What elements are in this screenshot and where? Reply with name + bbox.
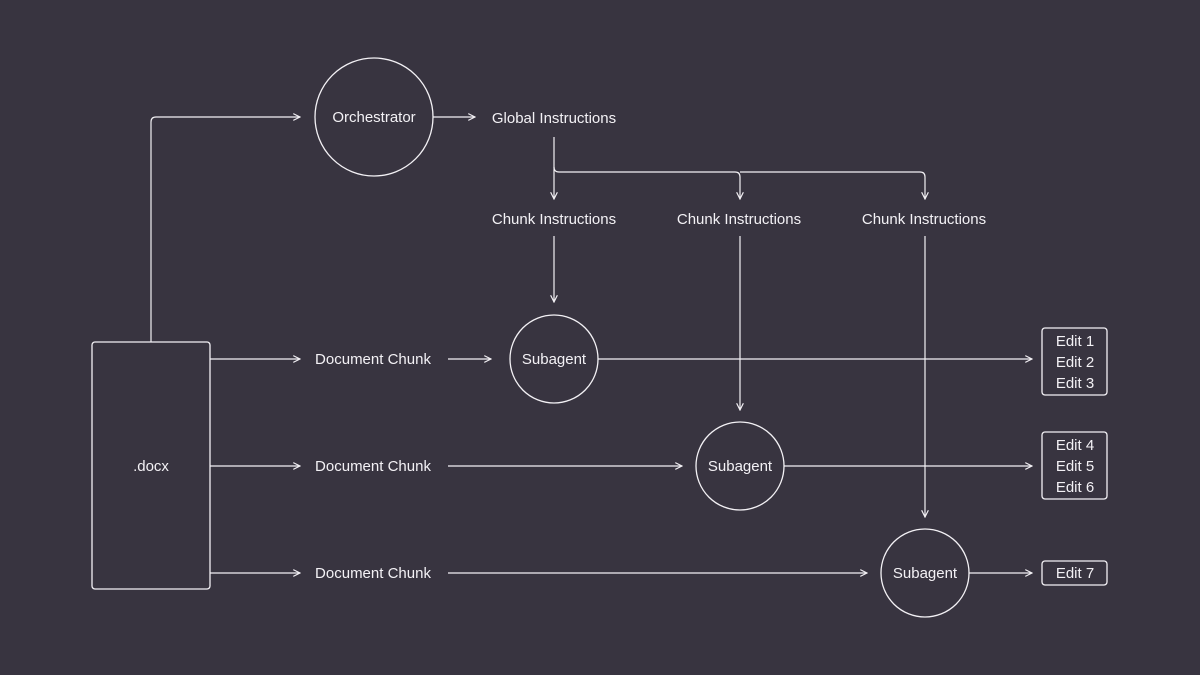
orchestrator-label: Orchestrator [332, 109, 415, 126]
edges [150, 117, 1032, 573]
docx-node: .docx [91, 341, 211, 590]
subagent-label-2: Subagent [708, 458, 773, 475]
global-instructions-label: Global Instructions [492, 110, 616, 127]
edit-item: Edit 7 [1056, 565, 1094, 582]
subagent-node-1: Subagent [509, 314, 599, 404]
edit-item: Edit 6 [1056, 479, 1094, 496]
edit-item: Edit 4 [1056, 437, 1094, 454]
document-chunk-label-3: Document Chunk [315, 565, 431, 582]
subagent-label-1: Subagent [522, 351, 587, 368]
arrow-docx-to-orchestrator [150, 117, 300, 342]
edits-box-2: Edit 4 Edit 5 Edit 6 [1041, 431, 1108, 500]
edits-box-1: Edit 1 Edit 2 Edit 3 [1041, 327, 1108, 396]
edit-item: Edit 3 [1056, 375, 1094, 392]
edit-item: Edit 1 [1056, 333, 1094, 350]
edit-item: Edit 5 [1056, 458, 1094, 475]
chunk-instructions-label-2: Chunk Instructions [677, 211, 801, 228]
orchestrator-node: Orchestrator [314, 57, 434, 177]
document-chunk-label-2: Document Chunk [315, 458, 431, 475]
edit-item: Edit 2 [1056, 354, 1094, 371]
docx-label: .docx [133, 458, 169, 475]
chunk-instructions-label-1: Chunk Instructions [492, 211, 616, 228]
subagent-node-2: Subagent [695, 421, 785, 511]
subagent-node-3: Subagent [880, 528, 970, 618]
subagent-label-3: Subagent [893, 565, 958, 582]
edits-box-1-frame [1041, 327, 1108, 396]
arrow-global-to-chunk-2 [553, 166, 740, 199]
arrow-global-to-chunk-3 [740, 171, 925, 199]
edits-box-3-frame [1041, 560, 1108, 586]
chunk-instructions-label-3: Chunk Instructions [862, 211, 986, 228]
document-chunk-label-1: Document Chunk [315, 351, 431, 368]
edits-box-2-frame [1041, 431, 1108, 500]
edits-box-3: Edit 7 [1041, 560, 1108, 586]
